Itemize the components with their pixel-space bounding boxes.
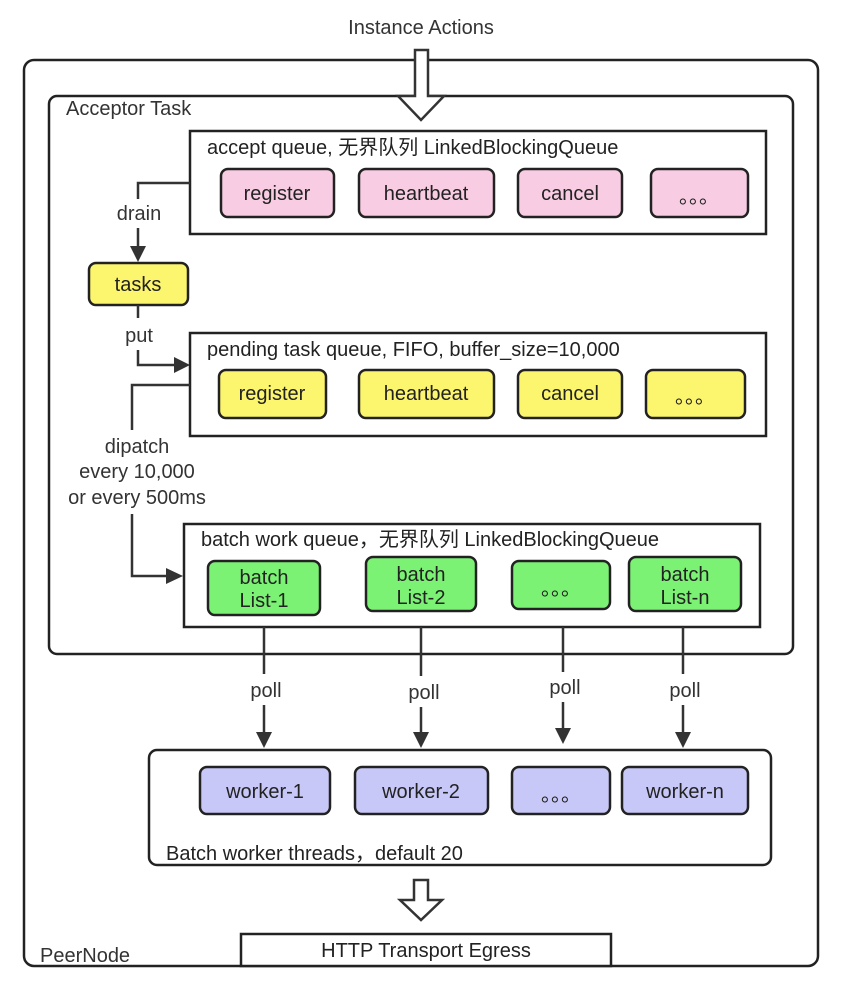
http-egress-label: HTTP Transport Egress (321, 940, 531, 962)
pending-item-heartbeat-label: heartbeat (384, 383, 469, 405)
pending-item-cancel-label: cancel (541, 383, 599, 405)
accept-item-more-label: 。。。 (679, 186, 719, 208)
pending-queue-title: pending task queue, FIFO, buffer_size=10… (207, 339, 620, 361)
dispatch-connector-top (130, 383, 190, 430)
batch-list-n-line1: batch (661, 564, 710, 586)
worker-n-label: worker-n (645, 781, 724, 803)
dispatch-label-line3: or every 500ms (68, 487, 206, 509)
dispatch-arrowhead (166, 568, 183, 584)
worker-more (510, 765, 612, 816)
batch-list-2-line1: batch (397, 564, 446, 586)
dispatch-label-line2: every 10,000 (79, 461, 195, 483)
put-label: put (125, 325, 153, 347)
put-connector-bottom (136, 350, 176, 367)
drain-arrowhead (130, 246, 146, 262)
drain-connector-top (136, 181, 190, 199)
accept-item-register (219, 167, 336, 219)
poll-1-label: poll (250, 680, 281, 702)
pending-item-more (644, 368, 747, 420)
dispatch-connector-bottom (130, 514, 168, 578)
pending-item-cancel (516, 368, 624, 420)
pending-item-more-label: 。。。 (675, 386, 715, 408)
worker-n (620, 765, 750, 816)
pending-item-heartbeat (357, 368, 496, 420)
batch-list-more-label: 。。。 (541, 578, 581, 600)
poll-2-label: poll (408, 682, 439, 704)
accept-queue-title: accept queue, 无界队列 LinkedBlockingQueue (207, 136, 618, 159)
pending-item-register (217, 368, 328, 420)
poll-1-arrowhead (256, 732, 272, 748)
poll-4-label: poll (669, 680, 700, 702)
batch-list-1-line1: batch (240, 567, 289, 589)
poll-4-arrowhead (675, 732, 691, 748)
worker-2 (353, 765, 490, 816)
accept-item-cancel-label: cancel (541, 183, 599, 205)
accept-item-register-label: register (244, 183, 311, 205)
peer-node-label: PeerNode (40, 945, 130, 967)
instance-actions-label: Instance Actions (348, 17, 494, 39)
pending-item-register-label: register (239, 383, 306, 405)
poll-3-label: poll (549, 677, 580, 699)
tasks-label: tasks (115, 274, 162, 296)
accept-item-more (649, 167, 750, 219)
worker-more-label: 。。。 (541, 784, 581, 806)
worker-1-label: worker-1 (225, 781, 304, 803)
batch-list-n (627, 555, 743, 613)
put-arrowhead (174, 357, 190, 373)
batch-list-2 (364, 555, 478, 613)
batch-list-more (510, 559, 612, 611)
batch-list-1 (206, 559, 322, 617)
inflow-hollow-arrow (395, 48, 447, 122)
accept-item-heartbeat-label: heartbeat (384, 183, 469, 205)
http-egress-box (239, 932, 613, 968)
worker-threads-title: Batch worker threads，default 20 (166, 843, 463, 865)
batch-list-2-line2: List-2 (397, 587, 446, 609)
worker-2-label: worker-2 (381, 781, 460, 803)
dispatch-label-line1: dipatch (105, 436, 170, 458)
drain-label: drain (117, 203, 161, 225)
accept-item-cancel (516, 167, 624, 219)
worker-1 (198, 765, 332, 816)
batch-queue-title: batch work queue，无界队列 LinkedBlockingQueu… (201, 528, 659, 551)
batch-list-n-line2: List-n (661, 587, 710, 609)
egress-hollow-arrow (396, 878, 446, 922)
acceptor-task-label: Acceptor Task (66, 98, 192, 120)
poll-3-arrowhead (555, 728, 571, 744)
poll-2-arrowhead (413, 732, 429, 748)
batch-list-1-line2: List-1 (240, 590, 289, 612)
accept-item-heartbeat (357, 167, 496, 219)
